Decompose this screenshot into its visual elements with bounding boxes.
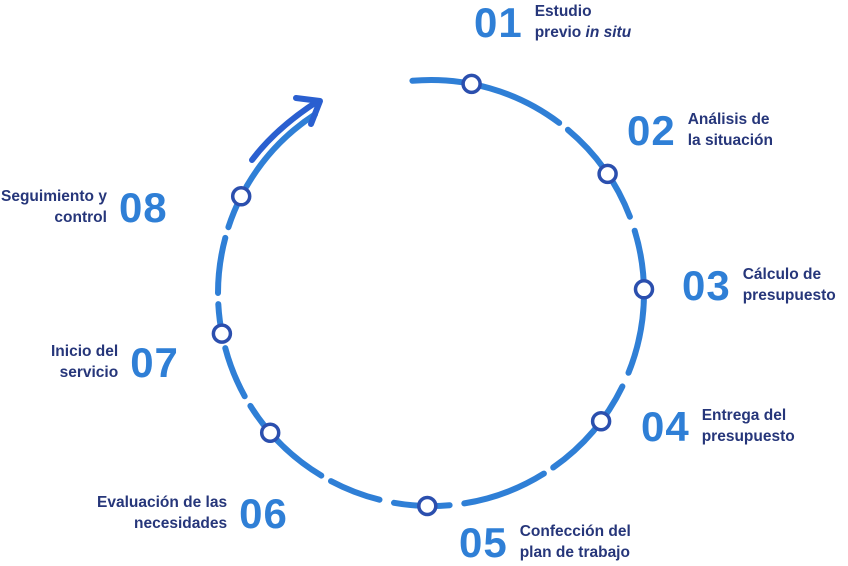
step-label-line1: Seguimiento y [1,188,107,206]
step-01: 01 Estudio previo in situ [474,2,631,44]
step-03: 03 Cálculo de presupuesto [682,265,836,307]
step-label-line2: presupuesto [742,287,836,304]
step-04: 04 Entrega del presupuesto [641,406,795,448]
step-label: Análisis de la situación [688,110,773,152]
step-markers [211,73,655,517]
step-marker-02 [597,163,618,185]
step-marker-03 [633,279,655,300]
step-marker-08 [230,186,252,207]
step-label-line1: Análisis de [687,111,770,129]
step-06: Evaluación de las necesidades 06 [97,493,288,535]
ring-segment [243,111,318,190]
step-number: 08 [118,184,168,231]
step-label-line1: Cálculo de [742,266,822,284]
ring-segment [215,234,229,296]
ring-segment [409,77,563,126]
step-label-line1: Entrega del [701,407,787,425]
step-label-line2: la situación [687,132,773,149]
ring-segment [247,402,325,479]
step-marker-05 [417,495,438,517]
ring-segment [222,345,248,400]
ring-segment [328,478,383,503]
ring-segment [550,383,626,471]
step-label-line2: presupuesto [701,428,795,445]
step-number: 02 [627,107,676,154]
ring-segment [461,470,547,507]
step-label-line2: control [54,209,107,226]
step-label-line1: Evaluación de las [97,494,228,512]
step-label: Entrega del presupuesto [702,406,795,448]
step-label-line2-italic: in situ [585,24,632,41]
step-label-line1: Inicio del [51,343,119,361]
step-label: Seguimiento y control [1,187,107,229]
step-label: Confección del plan de trabajo [520,522,631,564]
step-number: 06 [239,490,288,537]
step-05: 05 Confección del plan de trabajo [459,522,631,564]
step-marker-07 [211,323,233,344]
step-label: Cálculo de presupuesto [743,265,836,307]
step-label: Inicio del servicio [51,342,118,384]
step-label-line2: necesidades [134,515,228,532]
step-label-line1: Estudio [534,3,592,21]
step-label: Estudio previo in situ [535,2,631,44]
step-label-line1: Confección del [519,523,631,541]
step-02: 02 Análisis de la situación [627,110,773,152]
step-number: 05 [459,519,508,566]
cycle-ring [215,77,648,509]
step-number: 03 [682,262,731,309]
step-label-line2: plan de trabajo [519,544,630,561]
step-marker-06 [259,422,281,443]
step-marker-04 [590,410,612,432]
ring-segment [625,290,647,376]
step-label: Evaluación de las necesidades [97,493,227,535]
step-label-line2: previo [534,24,586,41]
step-label-line2: servicio [59,364,119,381]
step-number: 07 [130,339,179,386]
step-number: 04 [641,403,690,450]
arrow-shaft [249,98,321,163]
step-marker-01 [461,73,482,95]
step-number: 01 [474,0,523,46]
step-08: Seguimiento y control 08 [1,187,168,229]
arrow-head-icon [293,95,323,127]
step-07: Inicio del servicio 07 [51,342,179,384]
